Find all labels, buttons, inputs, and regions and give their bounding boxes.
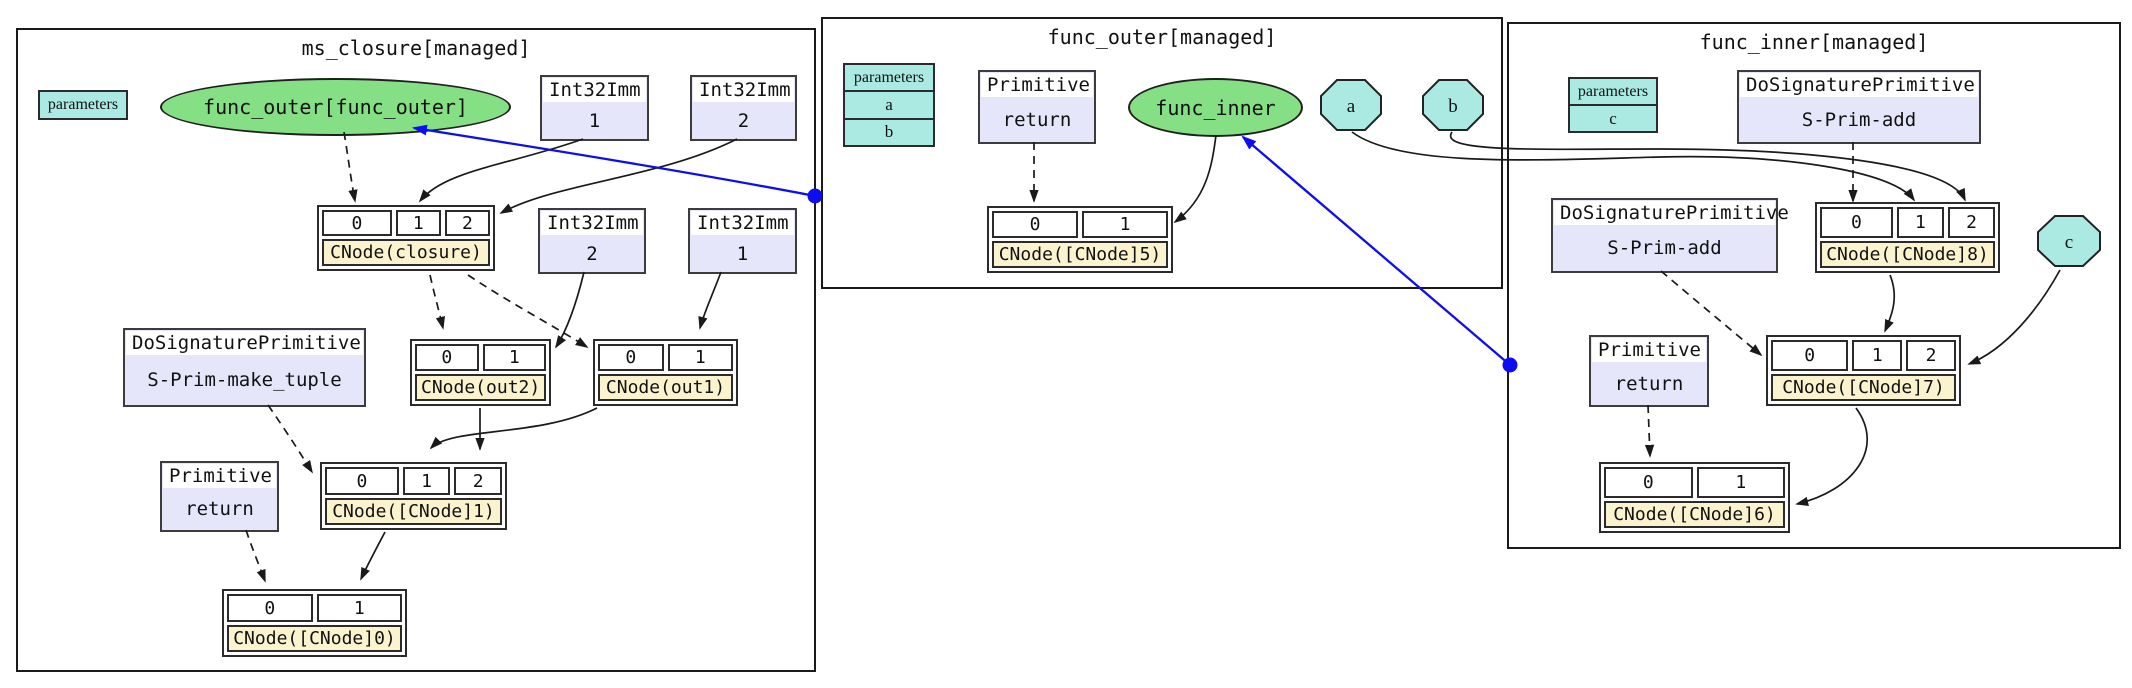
cluster-func-outer-title: func_outer[managed] [1047, 25, 1277, 49]
imm-type: Int32Imm [691, 211, 794, 235]
cnode-1-label: CNode([CNode]1) [325, 498, 502, 525]
cnode-7: 0 1 2 CNode([CNode]7) [1766, 335, 1961, 406]
octagon-a-label: a [1347, 96, 1356, 117]
cluster-func-inner-title: func_inner[managed] [1699, 30, 1929, 54]
cluster-ms-closure-title: ms_closure[managed] [301, 36, 531, 60]
func-outer-parameters-table: parameters a b [843, 63, 935, 147]
cnode-7-cell-2: 2 [1906, 340, 1956, 371]
primitive-kind: DoSignaturePrimitive [126, 331, 363, 355]
cnode-out1-label: CNode(out1) [598, 374, 733, 401]
fi-add-top-primitive: DoSignaturePrimitive S-Prim-add [1737, 70, 1981, 144]
primitive-name: return [1002, 108, 1072, 131]
func-inner-parameters-table: parameters c [1568, 77, 1658, 133]
cnode-6-cell-0: 0 [1604, 467, 1693, 498]
cnode-closure-cell-0: 0 [322, 210, 392, 236]
cnode-out1-cell-1: 1 [667, 344, 733, 371]
cnode-1-cell-2: 2 [454, 467, 502, 495]
int32imm-top-1: Int32Imm 1 [540, 75, 649, 141]
cnode-7-label: CNode([CNode]7) [1771, 374, 1956, 401]
primitive-name: S-Prim-add [1801, 108, 1917, 131]
cnode-5-label: CNode([CNode]5) [992, 241, 1168, 268]
cnode-5-cell-0: 0 [992, 211, 1078, 238]
cnode-1-cell-0: 0 [325, 467, 399, 495]
parameters-header: parameters [1577, 82, 1649, 100]
cluster-ms-closure: ms_closure[managed] [16, 28, 816, 672]
cnode-6-label: CNode([CNode]6) [1604, 501, 1785, 528]
cnode-5-cell-1: 1 [1082, 211, 1168, 238]
octagon-param-c: c [2037, 215, 2101, 267]
cnode-1: 0 1 2 CNode([CNode]1) [320, 462, 507, 530]
cnode-closure: 0 1 2 CNode(closure) [317, 205, 495, 271]
func-outer-ellipse: func_outer[func_outer] [160, 78, 511, 136]
fi-return-primitive: Primitive return [1589, 335, 1709, 407]
cnode-out1-cell-0: 0 [598, 344, 664, 371]
cnode-6: 0 1 CNode([CNode]6) [1599, 462, 1790, 533]
cnode-0: 0 1 CNode([CNode]0) [222, 589, 407, 657]
int32imm-mid-1: Int32Imm 1 [688, 208, 797, 274]
cnode-closure-label: CNode(closure) [322, 239, 490, 266]
primitive-kind: DoSignaturePrimitive [1554, 201, 1789, 225]
octagon-b-label: b [1448, 96, 1458, 117]
primitive-name: S-Prim-make_tuple [147, 369, 342, 391]
ms-return-primitive: Primitive return [160, 461, 279, 532]
cnode-out2-label: CNode(out2) [415, 374, 546, 401]
func-inner-ellipse: func_inner [1128, 78, 1303, 137]
primitive-kind: DoSignaturePrimitive [1740, 73, 1978, 97]
octagon-param-b: b [1422, 79, 1484, 131]
parameters-header: parameters [47, 96, 119, 113]
cnode-out1: 0 1 CNode(out1) [593, 339, 738, 406]
primitive-kind: Primitive [981, 73, 1093, 97]
octagon-param-a: a [1320, 79, 1382, 131]
cnode-closure-cell-1: 1 [395, 210, 441, 236]
cnode-8-cell-2: 2 [1947, 207, 1996, 238]
imm-type: Int32Imm [543, 78, 646, 102]
fo-return-primitive: Primitive return [978, 70, 1096, 144]
cnode-8: 0 1 2 CNode([CNode]8) [1815, 202, 2000, 273]
cnode-1-cell-1: 1 [402, 467, 451, 495]
cnode-8-cell-0: 0 [1820, 207, 1893, 238]
cnode-8-cell-1: 1 [1896, 207, 1944, 238]
imm-value: 1 [736, 242, 749, 265]
octagon-c-label: c [2065, 232, 2073, 253]
parameter-a: a [845, 90, 933, 117]
int32imm-top-2: Int32Imm 2 [690, 75, 797, 141]
parameter-c: c [1570, 104, 1656, 131]
cnode-0-cell-0: 0 [227, 594, 313, 622]
cnode-0-cell-1: 1 [316, 594, 402, 622]
cnode-7-cell-0: 0 [1771, 340, 1849, 371]
primitive-name: return [185, 498, 254, 520]
imm-value: 2 [586, 242, 598, 265]
fi-add-left-primitive: DoSignaturePrimitive S-Prim-add [1551, 198, 1789, 273]
primitive-name: return [1614, 372, 1684, 395]
cluster-func-outer: func_outer[managed] [821, 17, 1503, 289]
parameters-header: parameters [853, 68, 925, 86]
cnode-closure-cell-2: 2 [444, 210, 490, 236]
cnode-6-cell-1: 1 [1696, 467, 1785, 498]
primitive-name: S-Prim-add [1607, 237, 1722, 259]
cnode-5: 0 1 CNode([CNode]5) [987, 206, 1173, 273]
cnode-8-label: CNode([CNode]8) [1820, 241, 1995, 268]
cnode-0-label: CNode([CNode]0) [227, 625, 402, 652]
cnode-out2: 0 1 CNode(out2) [410, 339, 551, 406]
primitive-kind: Primitive [1592, 338, 1706, 362]
cnode-out2-cell-0: 0 [415, 344, 479, 371]
make-tuple-primitive: DoSignaturePrimitive S-Prim-make_tuple [123, 328, 366, 407]
ms-parameters-table: parameters [38, 90, 128, 120]
int32imm-mid-2: Int32Imm 2 [538, 208, 646, 274]
imm-type: Int32Imm [541, 211, 643, 235]
primitive-kind: Primitive [163, 464, 276, 488]
cnode-out2-cell-1: 1 [482, 344, 546, 371]
imm-type: Int32Imm [693, 78, 794, 102]
imm-value: 1 [588, 109, 601, 132]
parameter-b: b [845, 117, 933, 145]
cnode-7-cell-1: 1 [1852, 340, 1903, 371]
imm-value: 2 [737, 109, 750, 132]
